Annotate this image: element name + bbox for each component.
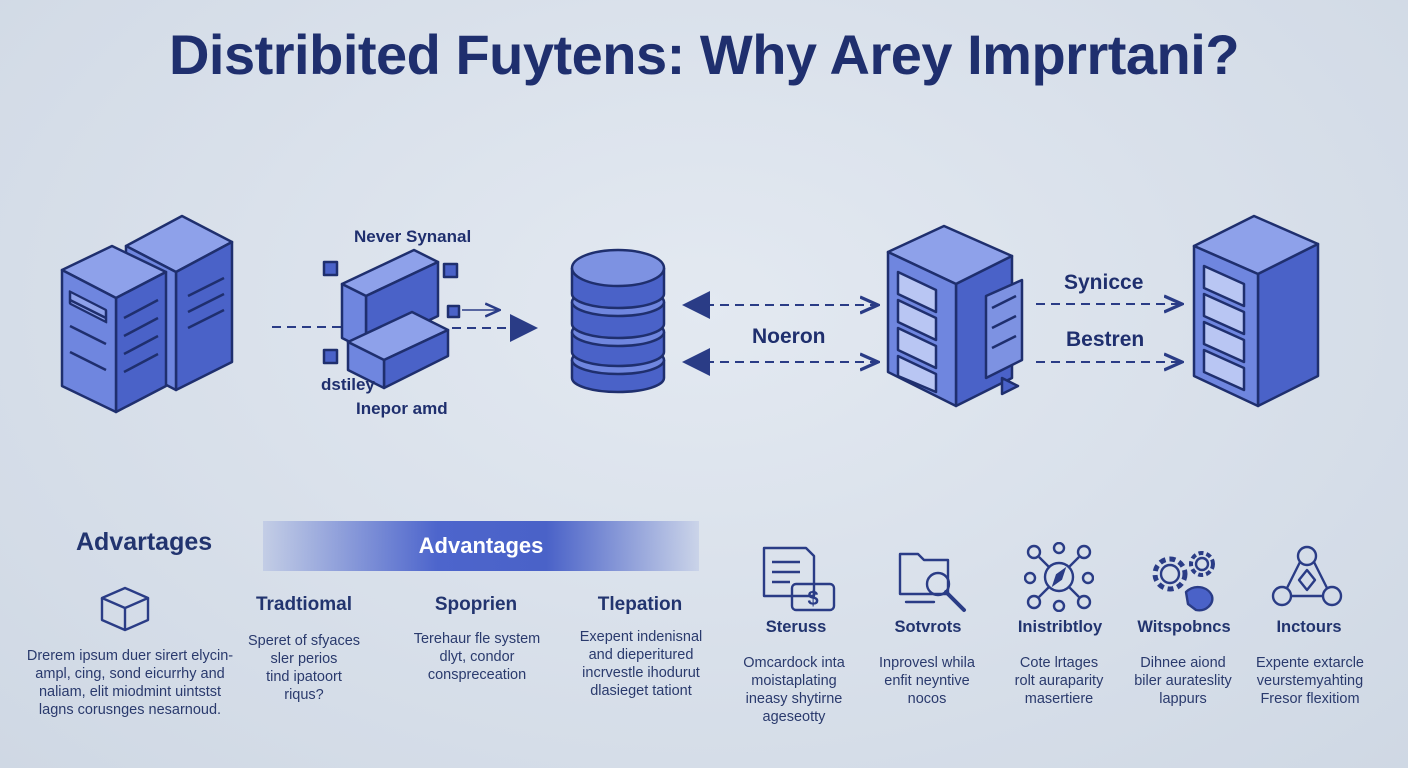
feature-heading: Witspobncs	[1137, 618, 1231, 636]
document-dollar-icon: $	[762, 546, 836, 612]
advantages-text: Drerem ipsum duer sirert elycin- ampl, c…	[26, 648, 234, 718]
database-icon	[570, 248, 666, 394]
feature-heading: Steruss	[765, 618, 827, 636]
feature-heading: Inistribtloy	[1017, 618, 1103, 636]
svg-text:$: $	[807, 588, 818, 610]
diagram-label: Synicce	[1064, 271, 1144, 294]
network-compass-icon	[1024, 542, 1094, 612]
column-heading: Tradtiomal	[255, 594, 353, 615]
diagram-label: dstiley	[321, 375, 375, 394]
server-cluster-icon	[60, 214, 234, 414]
advantages-heading: Advartages	[76, 528, 213, 556]
diagram-label: Never Synanal	[354, 227, 472, 246]
diagram-label: Bestren	[1066, 328, 1145, 351]
column-heading: Tlepation	[597, 594, 683, 615]
folder-search-icon	[898, 552, 966, 612]
stacked-blocks-icon	[322, 248, 461, 390]
feature-heading: Inctours	[1276, 618, 1342, 636]
hierarchy-icon	[1271, 545, 1343, 607]
gears-hand-icon	[1152, 551, 1215, 612]
server-rack-icon	[886, 224, 1024, 408]
column-heading: Spoprien	[434, 594, 518, 615]
advantages-banner-label: Advantages	[418, 533, 544, 558]
diagram-label: Inepor amd	[356, 399, 448, 418]
box-icon	[100, 586, 150, 632]
diagram-label: Noeron	[752, 325, 826, 348]
server-tower-icon	[1192, 214, 1320, 408]
page-title: Distribited Fuytens: Why Arey Imprrtani?	[168, 23, 1240, 86]
feature-heading: Sotvrots	[894, 618, 962, 636]
advantages-banner: Advantages	[263, 521, 699, 571]
